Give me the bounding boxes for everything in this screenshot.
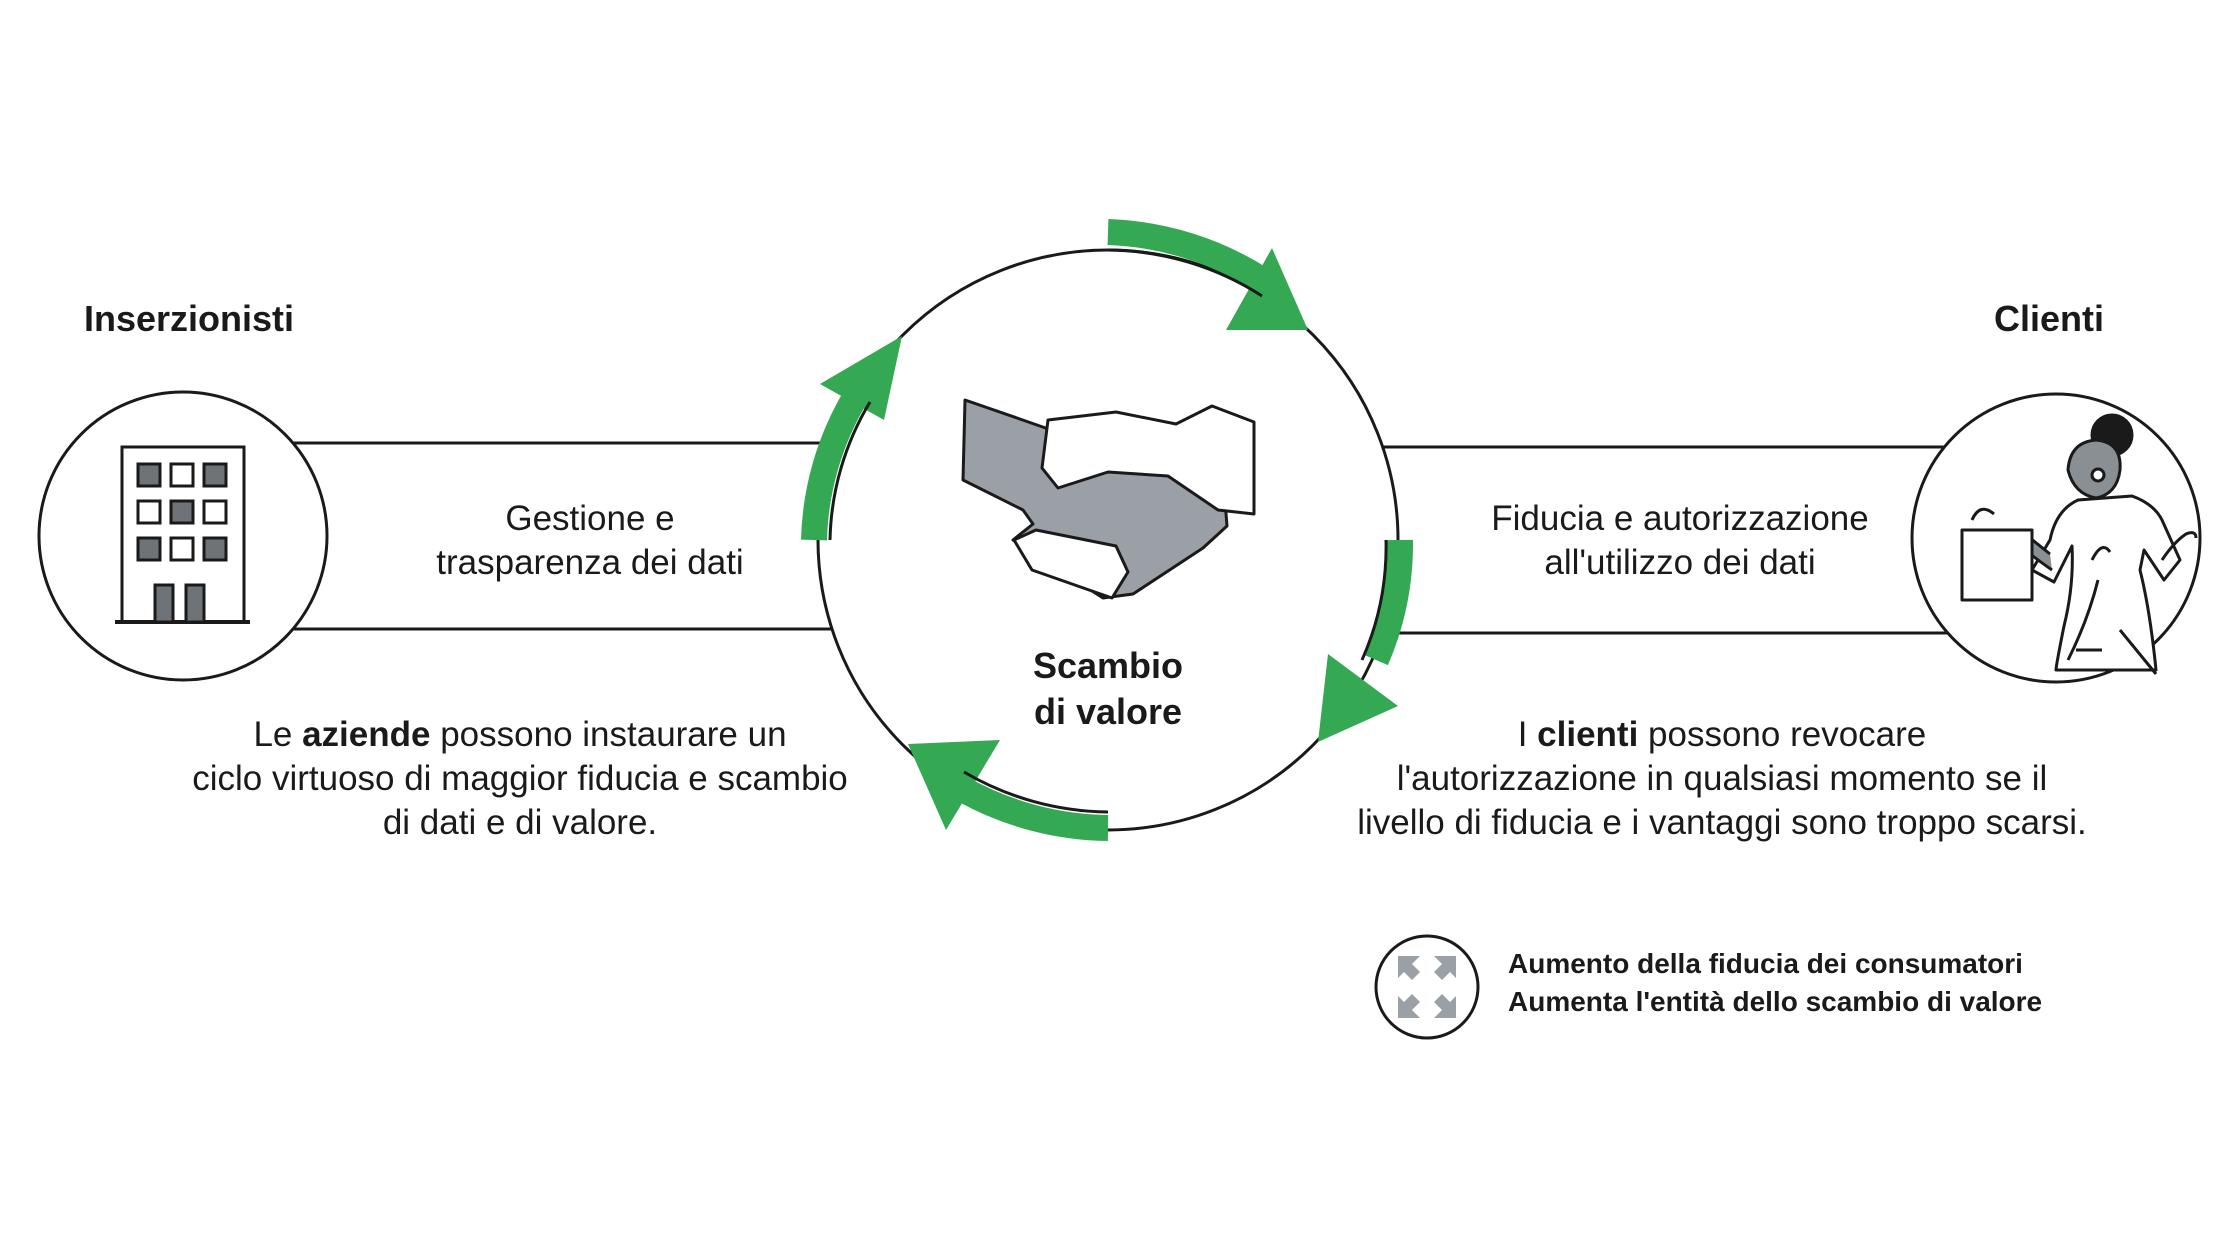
customers-heading: Clienti bbox=[1994, 298, 2105, 339]
customer-desc-post: possono revocare l'autorizzazione in qua… bbox=[1357, 715, 2087, 842]
building-window bbox=[169, 499, 195, 525]
customer-desc-bold: clienti bbox=[1537, 715, 1639, 754]
shopper-with-bag-icon bbox=[1960, 413, 2198, 675]
cycle-arrow-top bbox=[1107, 219, 1308, 330]
building-window bbox=[169, 536, 195, 562]
cycle-arrow-left bbox=[801, 336, 902, 541]
cycle-arrow-right bbox=[1318, 539, 1414, 742]
cycle-arrow-bottom bbox=[908, 740, 1109, 841]
right-connector-band bbox=[1380, 445, 1950, 635]
building-window bbox=[202, 499, 228, 525]
building-window bbox=[202, 536, 228, 562]
legend-line-2: Aumenta l'entità dello scambio di valore bbox=[1508, 986, 2043, 1017]
advertiser-description: Le aziende possono instaurare un ciclo v… bbox=[140, 713, 900, 845]
handshake-icon bbox=[961, 398, 1256, 600]
advertiser-connector-text: Gestione e trasparenza dei dati bbox=[436, 499, 744, 582]
customer-connector-text: Fiducia e autorizzazione all'utilizzo de… bbox=[1491, 499, 1869, 582]
expand-arrows-icon bbox=[1374, 934, 1480, 1040]
advertisers-heading: Inserzionisti bbox=[84, 298, 295, 339]
building-window bbox=[202, 462, 228, 488]
building-window bbox=[136, 536, 162, 562]
customer-desc-pre: I bbox=[1517, 715, 1538, 754]
advertiser-desc-post: possono instaurare un ciclo virtuoso di … bbox=[192, 715, 848, 842]
advertiser-desc-pre: Le bbox=[253, 715, 303, 754]
advertiser-desc-bold: aziende bbox=[302, 715, 431, 754]
legend-line-1: Aumento della fiducia dei consumatori bbox=[1508, 948, 2023, 979]
left-connector-band bbox=[290, 441, 840, 631]
building-window bbox=[136, 462, 162, 488]
building-window bbox=[169, 462, 195, 488]
office-building-icon bbox=[115, 445, 250, 624]
customer-description: I clienti possono revocare l'autorizzazi… bbox=[1312, 713, 2132, 845]
value-exchange-label: Scambio di valore bbox=[1032, 645, 1184, 732]
building-window bbox=[136, 499, 162, 525]
